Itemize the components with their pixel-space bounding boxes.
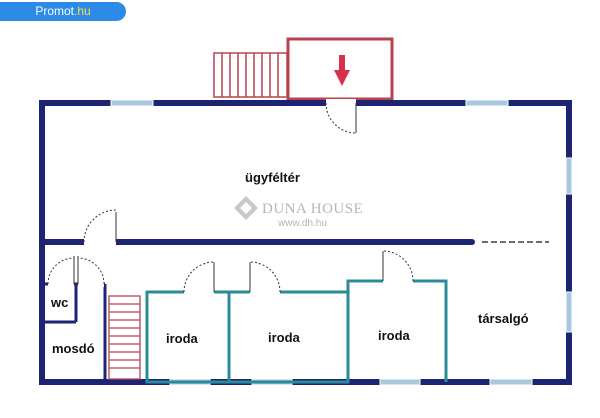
duna-house-logo-icon	[234, 196, 258, 220]
room-label-washroom: mosdó	[52, 341, 95, 356]
office-door-openings	[184, 278, 413, 295]
entrance-arrow-icon	[334, 55, 350, 86]
corridor-door	[83, 209, 117, 243]
exterior-stair	[213, 52, 288, 98]
entrance-opening	[326, 99, 356, 107]
washroom-door-opening	[78, 281, 104, 287]
watermark-brand: DUNA HOUSE	[262, 201, 363, 217]
room-label-office-2: iroda	[268, 330, 301, 345]
room-label-lounge: társalgó	[478, 311, 529, 326]
room-label-office-1: iroda	[166, 331, 199, 346]
corridor-door-opening	[84, 238, 116, 246]
room-label-wc: wc	[50, 295, 68, 310]
room-label-office-3: iroda	[378, 328, 411, 343]
site-badge[interactable]: Promot.hu	[0, 2, 126, 21]
interior-stair	[108, 295, 141, 380]
entrance-door	[325, 102, 357, 134]
site-badge-tld: .hu	[74, 4, 91, 18]
wc-door-opening	[48, 281, 74, 287]
watermark-url: www.dh.hu	[277, 218, 327, 229]
office-doors	[183, 250, 414, 293]
washroom-doors	[47, 256, 105, 285]
site-badge-name: Promot	[35, 4, 74, 18]
room-label-client-area: ügyféltér	[245, 170, 300, 185]
